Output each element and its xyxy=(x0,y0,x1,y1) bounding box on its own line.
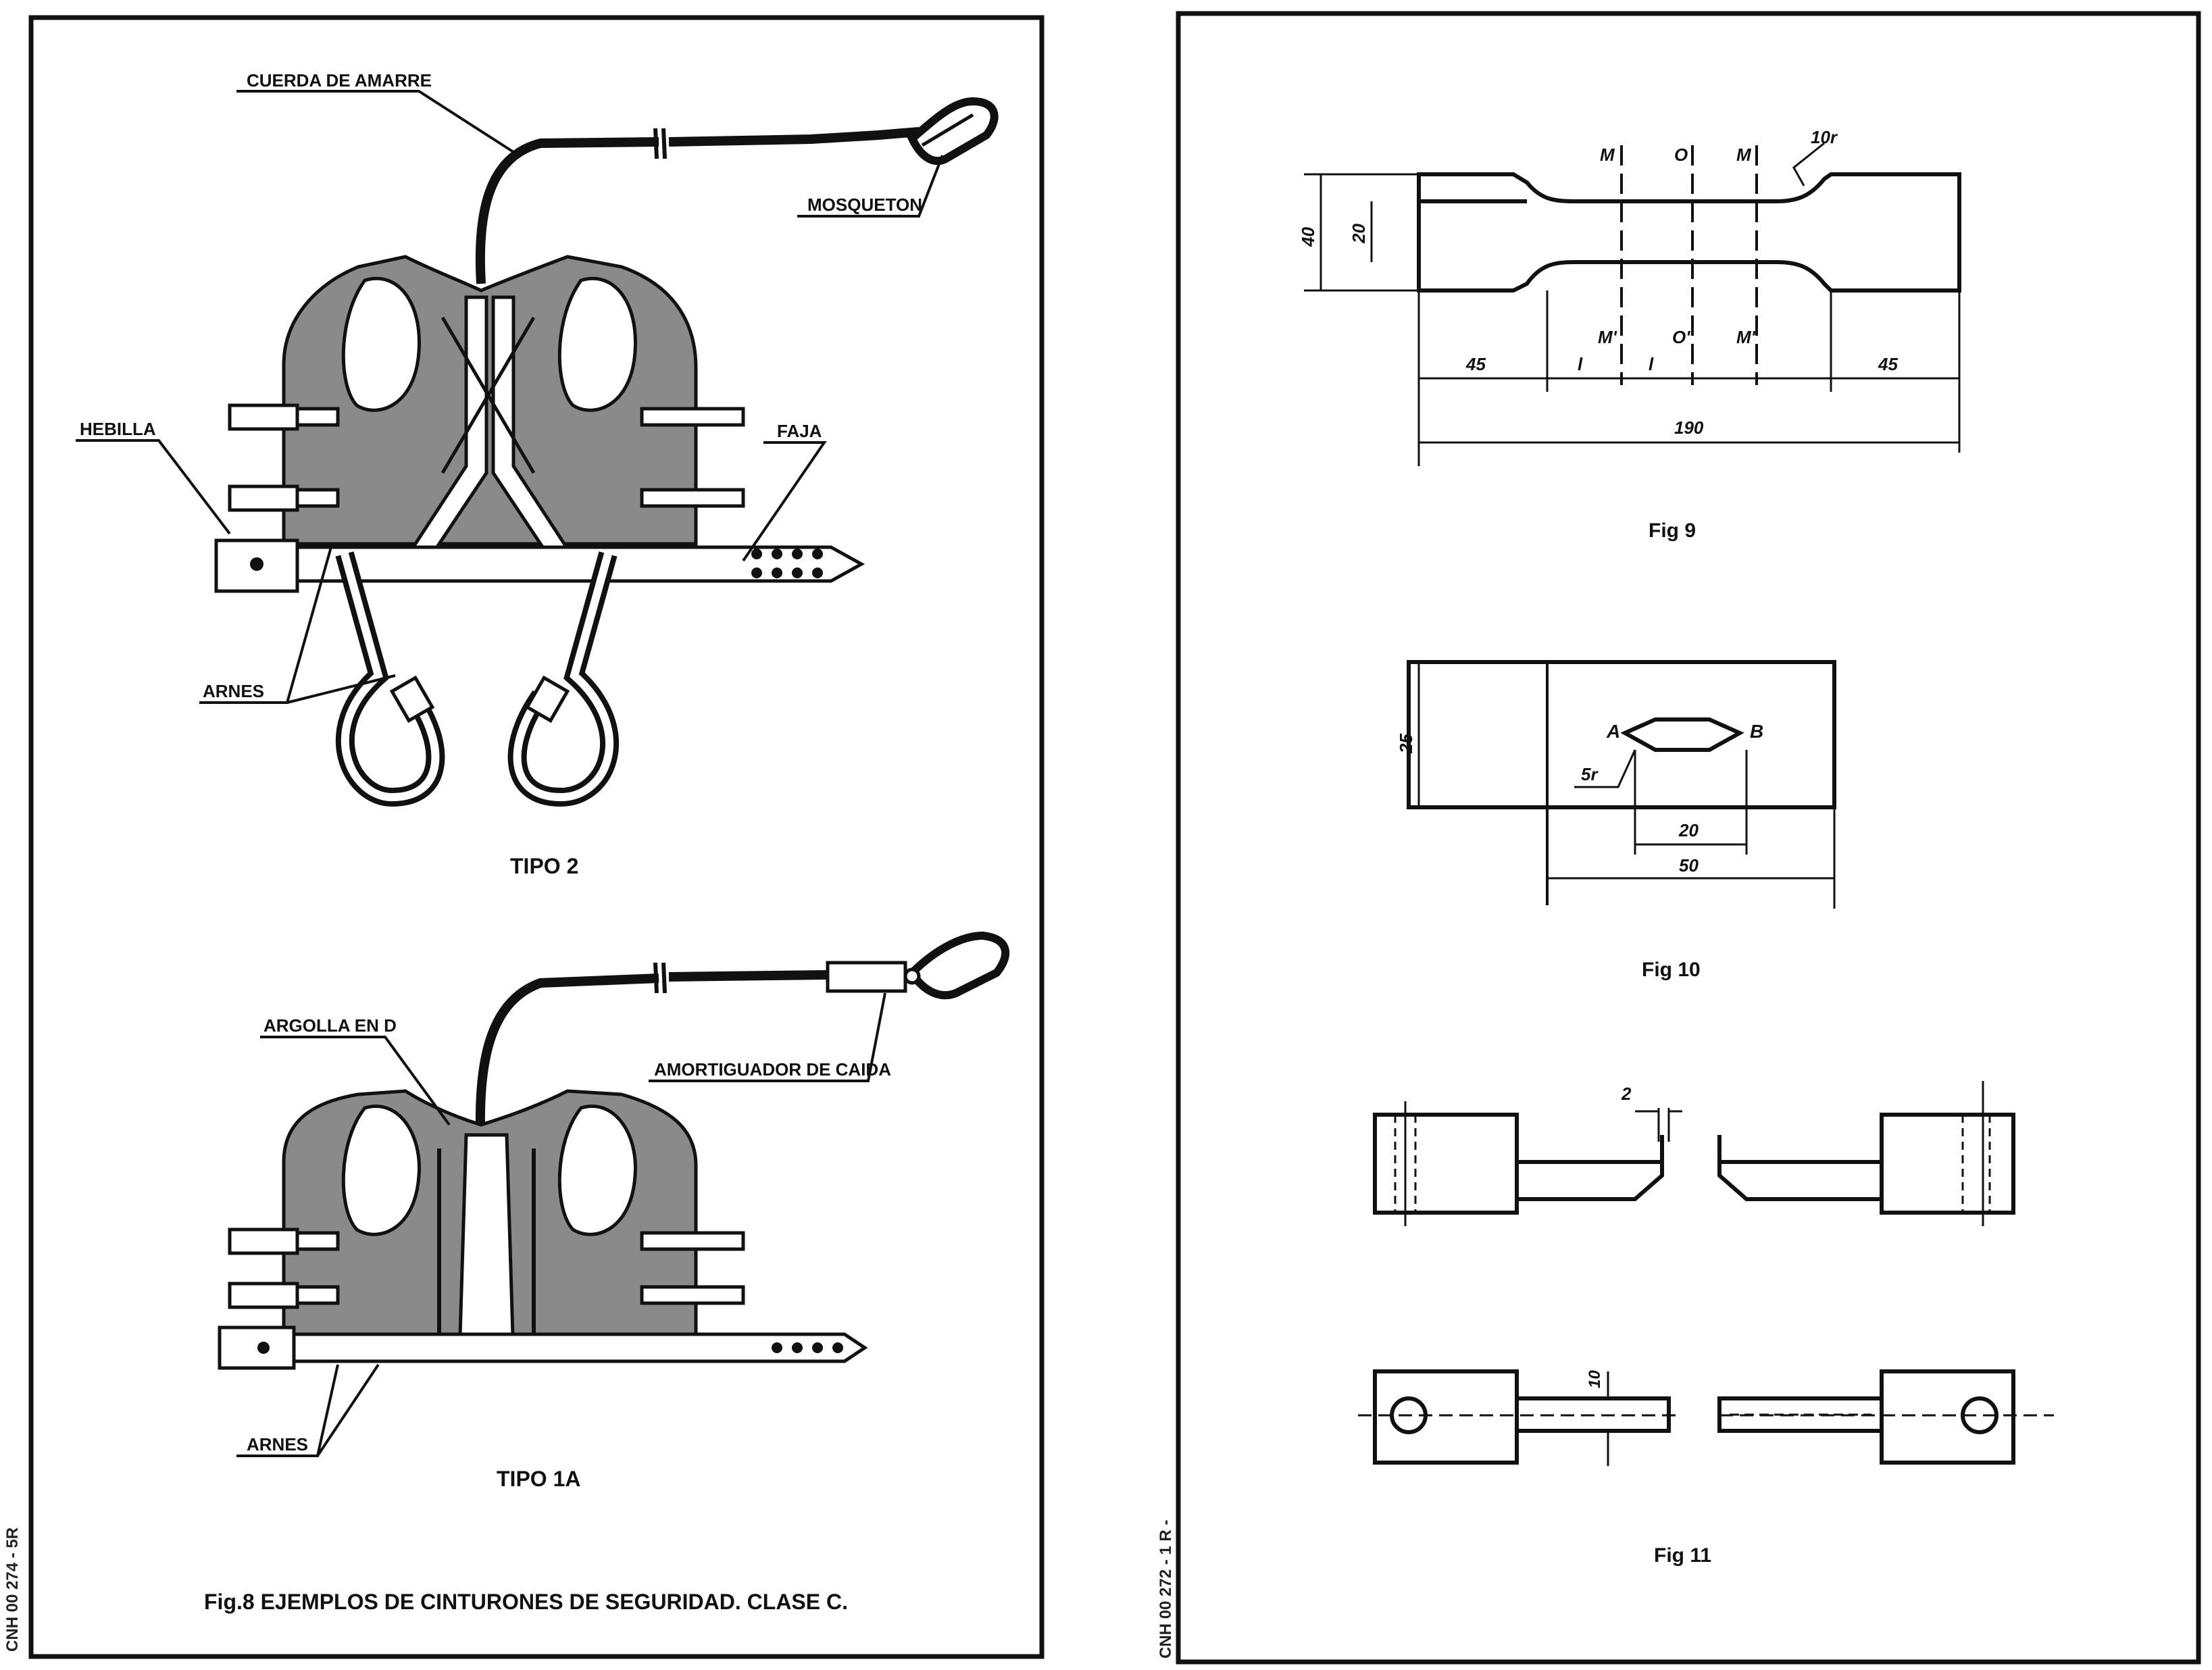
label-amortiguador-de-caida: AMORTIGUADOR DE CAIDA xyxy=(654,1059,891,1080)
figure-11-grips: 2 10 Fig 11 xyxy=(1358,1081,2054,1567)
lanyard-rope-end-tipo2 xyxy=(668,127,920,147)
mark-a: A xyxy=(1606,721,1620,742)
grip-top-left xyxy=(1373,1101,1664,1226)
mark-m-top-left: M xyxy=(1600,145,1615,165)
grip-bottom-right xyxy=(1717,1369,2054,1465)
side-straps-tipo1a xyxy=(228,1228,745,1309)
dim-inner-fig10: 20 xyxy=(1678,820,1699,840)
harness-tipo-2: CUERDA DE AMARRE MOSQUETON HEBILLA FAJA … xyxy=(76,70,999,878)
figure-9-tensile-specimen: M O M 10r M' O' M' 40 20 45 l l 45 190 F… xyxy=(1298,127,1961,542)
label-mosqueton: MOSQUETON xyxy=(807,195,922,215)
side-straps-tipo2 xyxy=(228,403,745,512)
side-code-right: CNH 00 272 - 1 R - xyxy=(1157,1520,1175,1659)
figure-10-caption: Fig 10 xyxy=(1642,959,1701,981)
dim-neck-fig9: 20 xyxy=(1349,224,1369,244)
dim-total-fig9: 190 xyxy=(1674,418,1704,438)
dim-gap-fig11: 2 xyxy=(1621,1084,1632,1104)
label-hebilla: HEBILLA xyxy=(80,419,156,439)
label-arnes-tipo2: ARNES xyxy=(203,681,264,701)
mark-m-prime-left: M' xyxy=(1598,327,1617,347)
side-code-left: CNH 00 274 - 5R xyxy=(3,1527,22,1652)
dim-width-fig11: 10 xyxy=(1586,1370,1604,1388)
label-cuerda-de-amarre: CUERDA DE AMARRE xyxy=(247,70,432,91)
dim-height-fig10: 25 xyxy=(1396,734,1416,754)
mark-b: B xyxy=(1750,721,1763,742)
lanyard-rope-tipo2 xyxy=(475,137,659,284)
waist-belt-tipo1a xyxy=(218,1325,868,1370)
harness-tipo-1a: ARGOLLA EN D AMORTIGUADOR DE CAIDA ARNES… xyxy=(218,931,1010,1491)
waist-belt-tipo2 xyxy=(214,538,865,593)
armhole-left-tipo1a xyxy=(341,1105,421,1236)
right-page-frame xyxy=(1176,11,2201,1665)
lanyard-rope-tipo1a xyxy=(475,973,659,1149)
mark-m-prime-right: M' xyxy=(1736,327,1756,347)
armhole-right-tipo1a xyxy=(557,1105,637,1236)
dim-height-fig9: 40 xyxy=(1298,227,1318,247)
label-arnes-tipo1a: ARNES xyxy=(247,1434,308,1454)
mark-o-top: O xyxy=(1674,145,1688,165)
label-argolla-en-d: ARGOLLA EN D xyxy=(263,1015,397,1036)
mark-m-top-right: M xyxy=(1736,145,1752,165)
figure-8-caption: Fig.8 EJEMPLOS DE CINTURONES DE SEGURIDA… xyxy=(204,1590,848,1614)
leg-loops-tipo2 xyxy=(335,551,619,807)
dim-l1-fig9: l xyxy=(1578,354,1583,374)
shock-absorber xyxy=(826,961,907,993)
specimen-outline-fig9 xyxy=(1417,172,1961,293)
armhole-right-tipo2 xyxy=(557,276,637,412)
right-page: M O M 10r M' O' M' 40 20 45 l l 45 190 F… xyxy=(1157,11,2201,1665)
left-page: CUERDA DE AMARRE MOSQUETON HEBILLA FAJA … xyxy=(3,15,1045,1659)
mark-radius-fig10: 5r xyxy=(1581,764,1599,784)
dim-left-fig9: 45 xyxy=(1465,354,1486,374)
specimen-outline-fig10 xyxy=(1407,660,1836,809)
carabiner-icon xyxy=(907,97,999,166)
title-tipo-2: TIPO 2 xyxy=(510,854,578,878)
armhole-left-tipo2 xyxy=(341,276,421,412)
mark-o-prime: O' xyxy=(1672,327,1690,347)
front-strap-tipo1a xyxy=(457,1133,516,1360)
dim-l2-fig9: l xyxy=(1649,354,1654,374)
title-tipo-1a: TIPO 1A xyxy=(497,1467,580,1491)
figure-9-caption: Fig 9 xyxy=(1649,520,1696,542)
figure-11-caption: Fig 11 xyxy=(1654,1544,1711,1567)
dim-right-fig9: 45 xyxy=(1878,354,1898,374)
figure-10-notch-specimen: A B 5r 25 20 50 Fig 10 xyxy=(1396,660,1836,981)
label-faja: FAJA xyxy=(777,421,822,441)
grip-bottom-left xyxy=(1358,1369,1676,1466)
carabiner-icon xyxy=(903,931,1010,1000)
left-page-frame xyxy=(28,15,1045,1659)
notch-hexagon xyxy=(1620,717,1744,752)
grip-top-right xyxy=(1717,1081,2015,1226)
dim-outer-fig10: 50 xyxy=(1679,855,1699,876)
